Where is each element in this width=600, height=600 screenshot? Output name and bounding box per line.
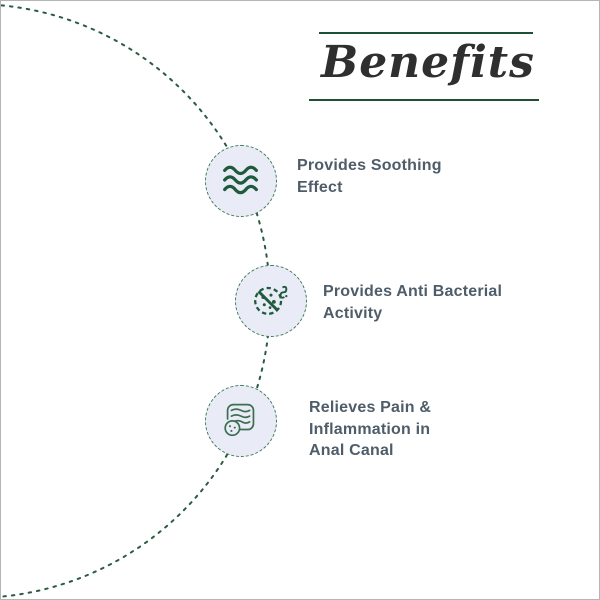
title-rule-top <box>319 32 533 34</box>
benefit-label-soothing: Provides Soothing Effect <box>297 157 442 196</box>
benefit-icon-circle-intestine <box>205 385 277 457</box>
intestine-icon <box>218 396 264 447</box>
soothing-waves-icon <box>218 156 264 207</box>
anti-bacterial-icon <box>248 276 294 327</box>
benefit-icon-circle-soothing <box>205 145 277 217</box>
page-title: Benefits <box>321 37 535 88</box>
benefit-icon-circle-antibacterial <box>235 265 307 337</box>
title-rule-bottom <box>309 99 539 101</box>
benefit-label-antibacterial: Provides Anti Bacterial Activity <box>323 283 503 322</box>
benefit-label-intestine: Relieves Pain & Inflammation in Anal Can… <box>309 399 432 460</box>
